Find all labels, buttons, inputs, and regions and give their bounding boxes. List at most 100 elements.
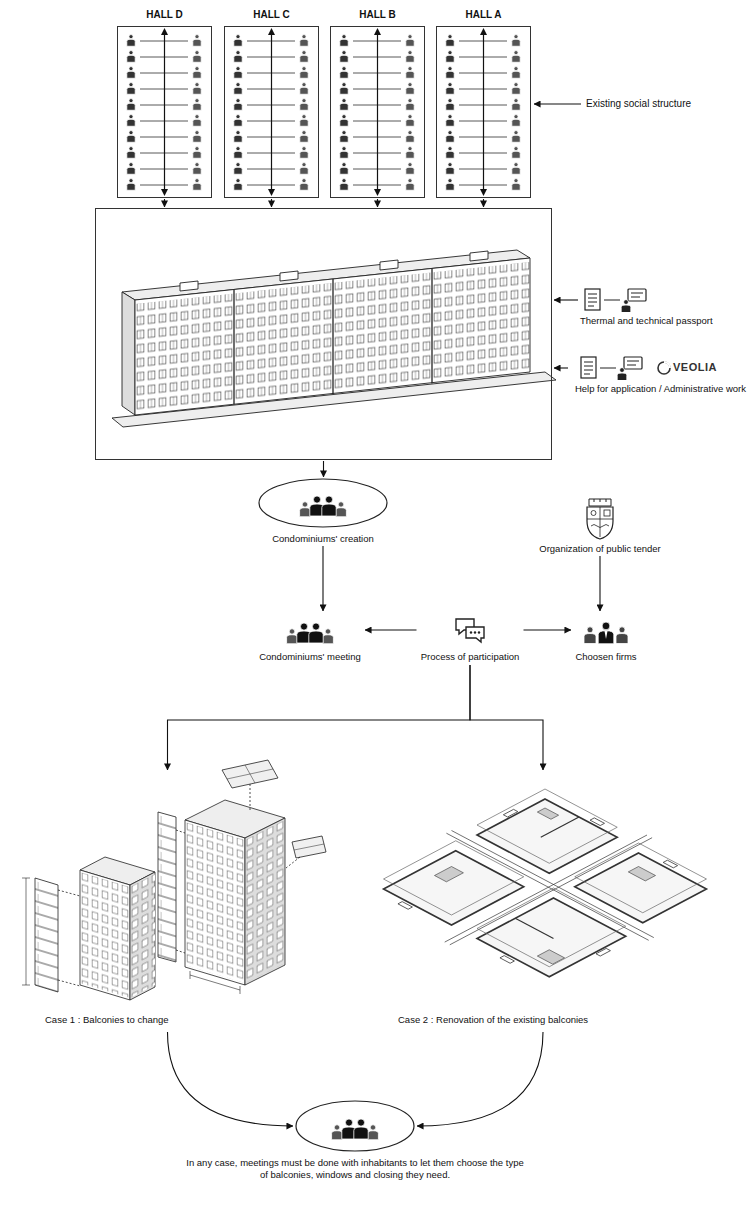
drawing-part (80, 872, 130, 998)
drawing-part (398, 902, 412, 910)
drawing-part (135, 258, 530, 415)
icon-group (419, 612, 522, 648)
ellipse-shape (295, 1100, 415, 1152)
drawing-part (575, 843, 707, 913)
node-text: Case 1 : Balconies to change (45, 1014, 169, 1026)
drawing-part (602, 622, 610, 630)
side-note: Existing social structure (586, 98, 691, 110)
drawing-part (222, 760, 278, 788)
drawing-part (600, 507, 601, 537)
drawing-part (58, 890, 80, 896)
drawing-part (338, 502, 343, 507)
caption-holder: Case 1 : Balconies to change (45, 1014, 169, 1026)
drawing-part (591, 525, 609, 528)
logo-mark (658, 362, 670, 374)
connector-arrow (483, 199, 484, 207)
drawing-part (617, 373, 627, 380)
drawing-part (470, 251, 488, 261)
drawing-part (584, 366, 593, 367)
drawing-part (22, 878, 30, 879)
drawing-part (300, 623, 307, 630)
panel-border (117, 26, 212, 198)
drawing-part (185, 820, 245, 985)
logo-text: VEOLIA (673, 361, 717, 373)
drawing-part (628, 867, 655, 881)
node-text: In any case, meetings must be done with … (185, 1157, 525, 1181)
drawing-part (190, 975, 240, 990)
drawing-part (35, 878, 58, 992)
drawing-part (477, 789, 617, 863)
connector-arrow (470, 665, 543, 770)
drawing-part (80, 872, 130, 998)
case2-illustration (343, 781, 748, 995)
connector-arrow (271, 199, 272, 207)
drawing-part (323, 635, 334, 644)
drawing-part (474, 631, 476, 633)
connector-arrow (599, 556, 600, 611)
drawing-part (470, 631, 472, 633)
drawing-part (584, 374, 590, 375)
drawing-part (130, 872, 155, 1000)
node-text: Condominiums' meeting (257, 651, 363, 663)
drawing-part (585, 289, 600, 310)
drawing-part (589, 499, 611, 506)
drawing-part (280, 271, 298, 281)
node-text: HALL C (224, 8, 319, 22)
drawing-part (374, 28, 381, 35)
meeting-step: Condominiums' meeting (257, 612, 363, 663)
drawing-part (250, 784, 251, 810)
drawing-part (580, 356, 644, 380)
drawing-part (225, 27, 318, 197)
case-panel: Case 2 : Renovation of the existing balc… (340, 772, 746, 1030)
drawing-part (135, 258, 530, 415)
connector-arrow (322, 546, 323, 611)
drawing-part (286, 857, 300, 868)
connector-arrow (365, 629, 417, 630)
drawing-part (190, 971, 191, 979)
drawing-part (176, 830, 185, 833)
group-ellipse: Condominiums' creation (256, 478, 390, 545)
drawing-part (161, 189, 168, 196)
hall-panel: HALL B (330, 8, 425, 198)
drawing-part (621, 305, 631, 312)
drawing-part (334, 1125, 339, 1130)
drawing-part (587, 519, 613, 520)
drawing-part (663, 860, 677, 868)
drawing-part (588, 306, 594, 307)
drawing-part (268, 28, 275, 35)
drawing-part (332, 1131, 343, 1140)
caption-holder: Case 2 : Renovation of the existing balc… (398, 1014, 588, 1026)
drawing-part (374, 189, 381, 196)
drawing-part (437, 27, 530, 197)
group-ellipse: In any case, meetings must be done with … (183, 1100, 527, 1181)
drawing-part (627, 361, 639, 362)
municipality-step: Organization of public tender (537, 498, 663, 555)
node-text: Condominiums' creation (256, 533, 390, 545)
drawing-part (619, 627, 625, 633)
drawing-part (591, 511, 596, 516)
drawing-part (295, 1100, 415, 1152)
drawing-part (158, 812, 176, 962)
node-text: Case 2 : Renovation of the existing balc… (398, 1014, 588, 1026)
drawing-part (302, 502, 307, 507)
drawing-part (631, 297, 640, 298)
drawing-part (336, 508, 347, 517)
drawing-part (515, 918, 553, 938)
drawing-part (313, 496, 320, 503)
drawing-part (185, 822, 245, 983)
drawing-part (503, 809, 517, 817)
drawing-part (594, 499, 595, 502)
icon-group (570, 356, 746, 380)
node-text: Choosen firms (573, 651, 639, 663)
drawing-part (332, 1119, 379, 1140)
panel-border (330, 26, 425, 198)
drawing-part (26, 878, 27, 985)
drawing-part (541, 817, 579, 837)
drawing-part (259, 479, 387, 527)
panel-border (436, 26, 531, 198)
drawing-part (292, 836, 326, 858)
connector-arrow (164, 199, 165, 207)
icon-group (580, 288, 717, 312)
drawing-part (354, 1127, 368, 1139)
drawing-part (379, 789, 715, 967)
